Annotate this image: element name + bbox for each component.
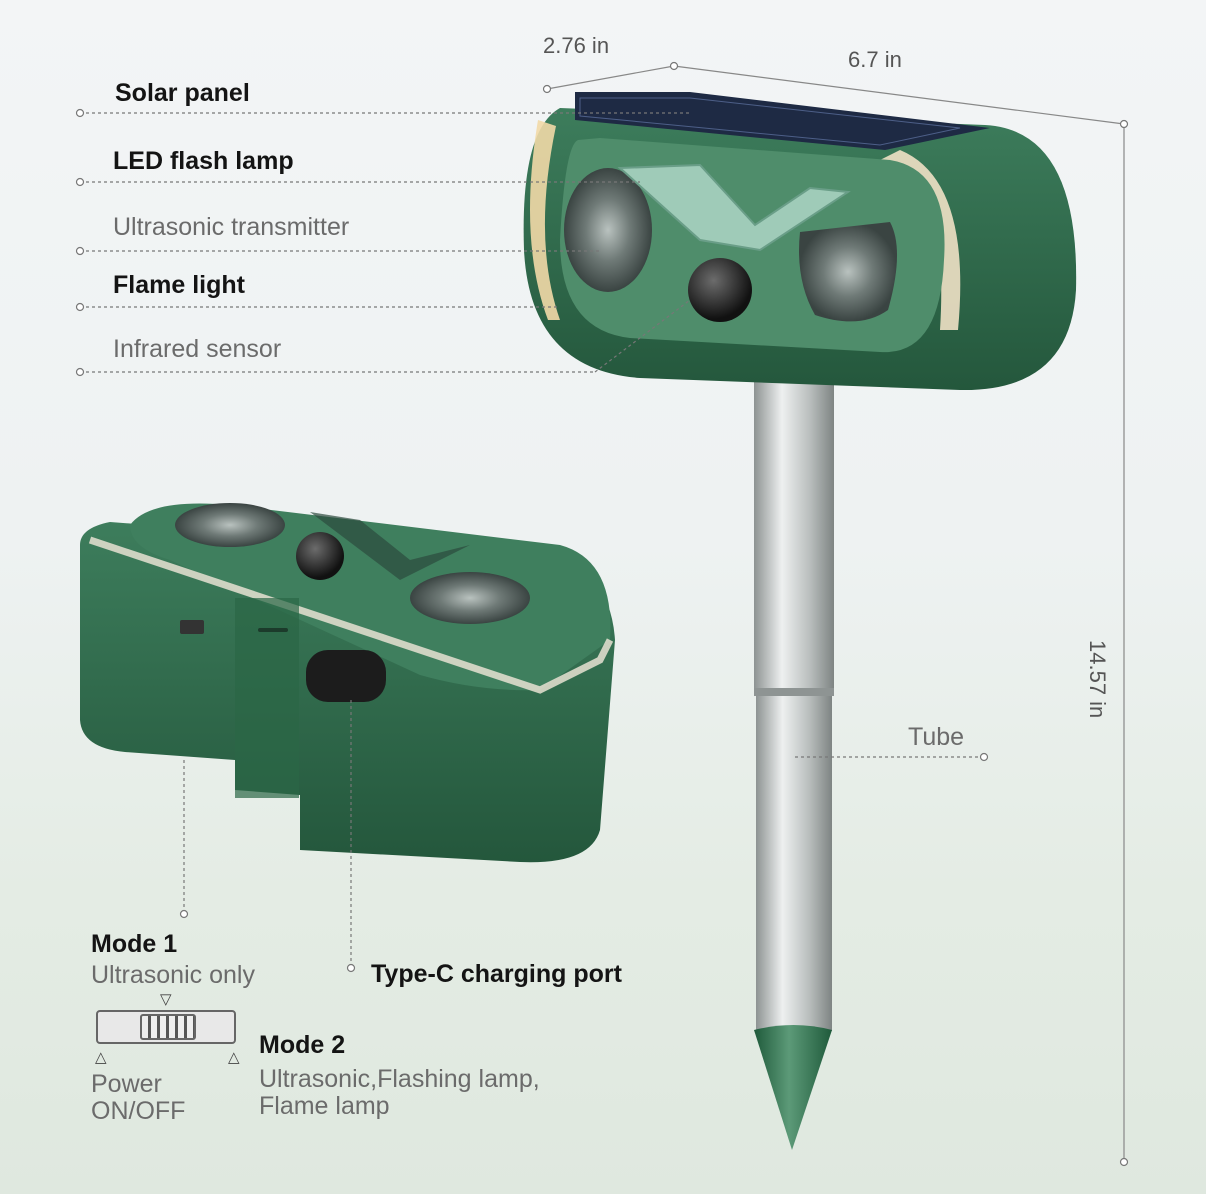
power-label-line2: ON/OFF xyxy=(91,1097,186,1125)
mode2-description-line2: Flame lamp xyxy=(259,1092,390,1120)
infrared-sensor-dome xyxy=(688,258,752,322)
label-type-c-port: Type-C charging port xyxy=(371,960,622,988)
mode2-title: Mode 2 xyxy=(259,1031,346,1059)
led-flash-lamp-panel xyxy=(617,163,851,252)
ultrasonic-transmitter-right xyxy=(799,222,898,322)
label-solar-panel: Solar panel xyxy=(115,79,250,107)
mode1-description: Ultrasonic only xyxy=(91,961,255,989)
height-dimension: 14.57 in xyxy=(1085,640,1110,719)
solar-panel xyxy=(575,92,990,150)
label-tube: Tube xyxy=(908,723,965,751)
dimension-lines xyxy=(546,65,1125,1162)
ultrasonic-transmitter-left xyxy=(564,168,652,292)
type-c-port-cover xyxy=(306,650,386,702)
label-led-flash-lamp: LED flash lamp xyxy=(113,147,294,175)
tube-pole xyxy=(754,370,834,1150)
mode2-description-line1: Ultrasonic,Flashing lamp, xyxy=(259,1065,540,1093)
mode-switch-physical xyxy=(180,620,204,634)
mode1-title: Mode 1 xyxy=(91,930,178,958)
depth-dimension: 2.76 in xyxy=(543,33,610,58)
mode1-indicator-icon: ▽ xyxy=(160,991,172,1008)
mode2-indicator-icon: △ xyxy=(228,1049,240,1066)
mode-switch-diagram xyxy=(96,1010,236,1044)
label-infrared-sensor: Infrared sensor xyxy=(113,335,282,363)
power-indicator-icon: △ xyxy=(95,1049,107,1066)
switch-knob xyxy=(140,1014,196,1040)
power-label-line1: Power xyxy=(91,1070,162,1098)
label-ultrasonic-transmitter: Ultrasonic transmitter xyxy=(113,213,350,241)
mounted-repeller xyxy=(523,92,1077,391)
detached-repeller xyxy=(80,503,615,863)
label-flame-light: Flame light xyxy=(113,271,245,299)
width-dimension: 6.7 in xyxy=(848,47,902,72)
callout-lines xyxy=(80,112,984,968)
